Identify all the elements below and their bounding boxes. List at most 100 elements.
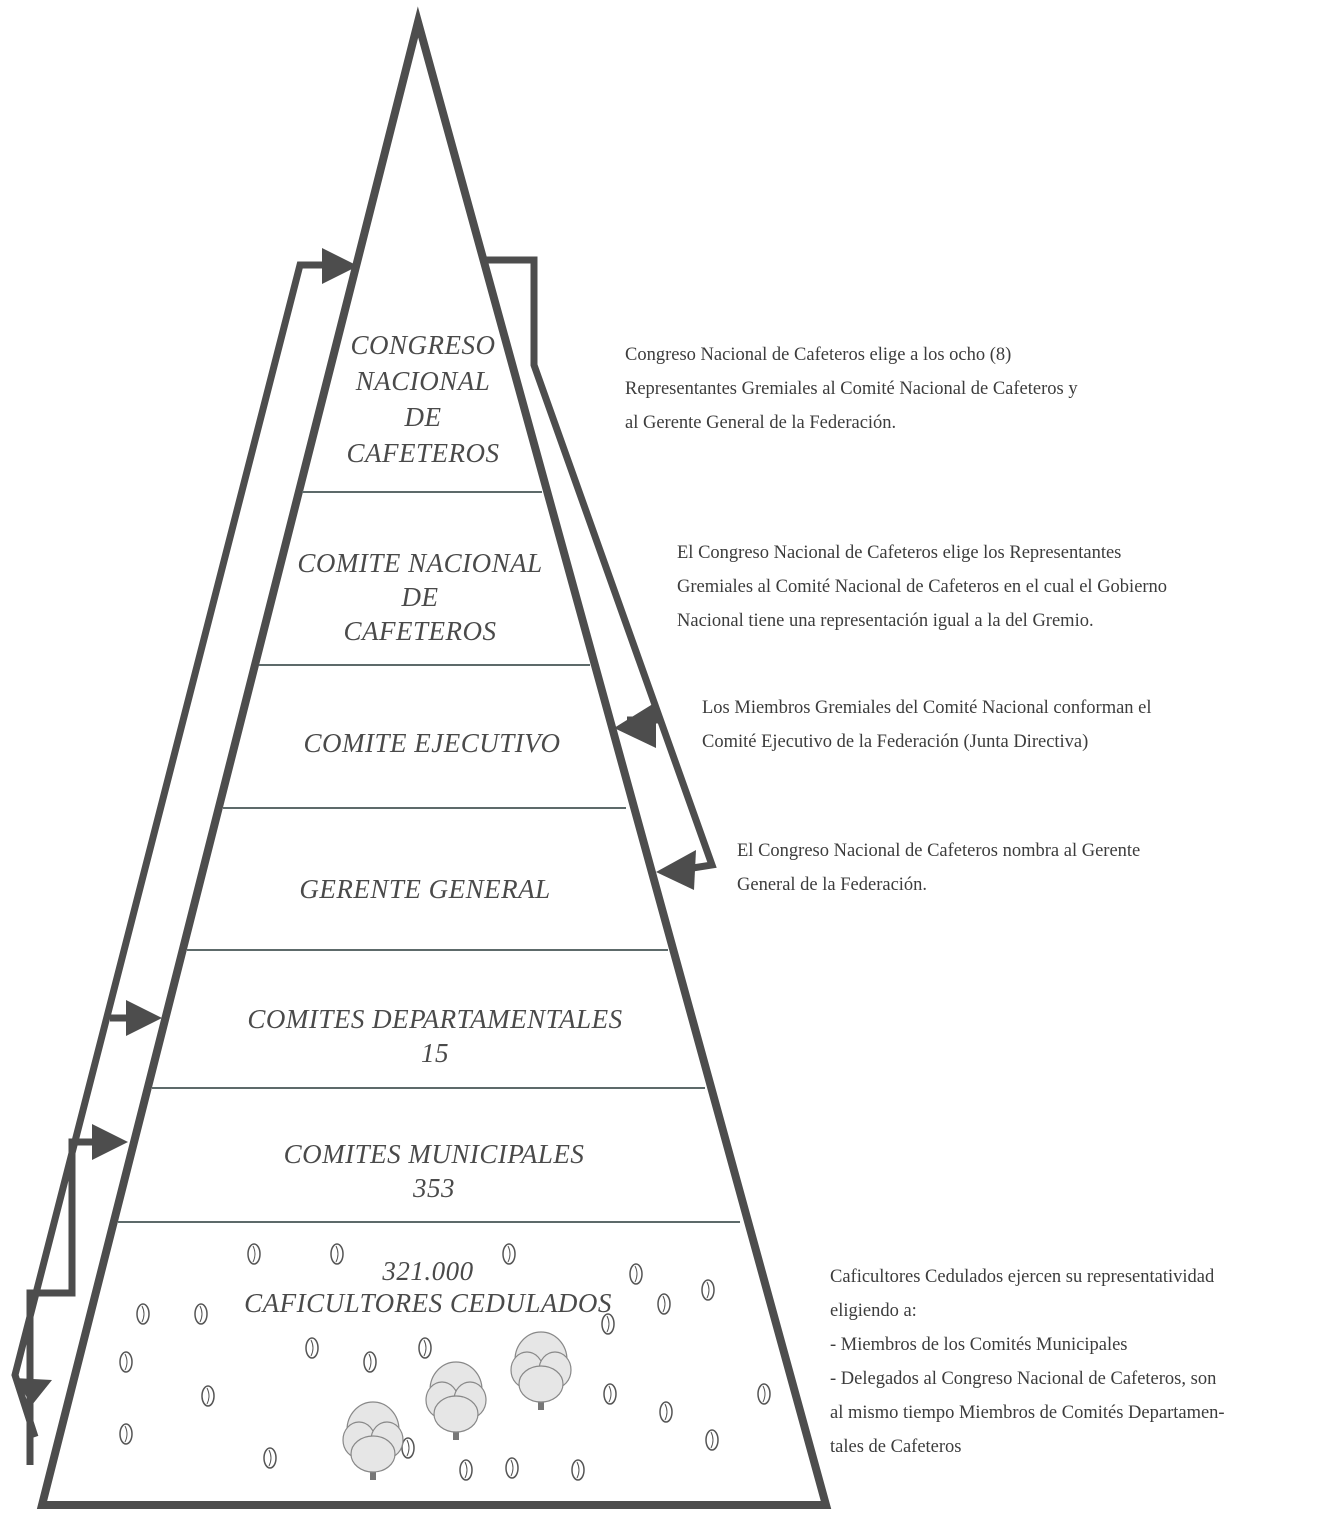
coffee-bean-crease-icon bbox=[310, 1339, 314, 1357]
coffee-bean-icon bbox=[659, 1401, 673, 1423]
coffee-bean-crease-icon bbox=[423, 1339, 427, 1357]
coffee-bean-icon bbox=[330, 1243, 344, 1265]
coffee-bean-icon bbox=[629, 1263, 643, 1285]
level-labels: CONGRESO NACIONAL DE CAFETEROS COMITE NACION… bbox=[244, 330, 622, 1318]
arrow-to-departamentales bbox=[126, 1000, 162, 1036]
desc-gerente: El Congreso Nacional de Cafeteros nombra… bbox=[737, 834, 1140, 902]
coffee-bean-icon bbox=[505, 1457, 519, 1479]
arrowheads bbox=[14, 248, 696, 1405]
level-label-caficultores-1: CAFICULTORES CEDULADOS bbox=[244, 1288, 612, 1318]
coffee-tree-icon bbox=[425, 1361, 487, 1440]
coffee-bean-icon bbox=[459, 1459, 473, 1481]
level-label-congreso-0: CONGRESO bbox=[351, 330, 496, 360]
coffee-bean-icon bbox=[502, 1243, 516, 1265]
coffee-bean-crease-icon bbox=[662, 1295, 666, 1313]
coffee-bean-crease-icon bbox=[141, 1305, 145, 1323]
arrow-to-congreso bbox=[322, 248, 358, 284]
desc-line: - Miembros de los Comités Municipales bbox=[830, 1335, 1128, 1355]
desc-comite-nacional: El Congreso Nacional de Cafeteros elige … bbox=[677, 536, 1167, 638]
desc-line: El Congreso Nacional de Cafeteros elige … bbox=[677, 543, 1122, 563]
level-label-comite-nacional-0: COMITE NACIONAL bbox=[297, 548, 542, 578]
coffee-bean-crease-icon bbox=[268, 1449, 272, 1467]
coffee-bean-crease-icon bbox=[335, 1245, 339, 1263]
coffee-bean-crease-icon bbox=[608, 1385, 612, 1403]
coffee-bean-crease-icon bbox=[576, 1461, 580, 1479]
coffee-bean-icon bbox=[305, 1337, 319, 1359]
desc-line: El Congreso Nacional de Cafeteros nombra… bbox=[737, 841, 1141, 861]
coffee-bean-icon bbox=[571, 1459, 585, 1481]
coffee-bean-crease-icon bbox=[762, 1385, 766, 1403]
arrow-from-caficultores bbox=[14, 1378, 52, 1405]
coffee-bean-icon bbox=[601, 1313, 615, 1335]
level-label-comite-nacional-2: CAFETEROS bbox=[344, 616, 497, 646]
coffee-bean-icon bbox=[247, 1243, 261, 1265]
desc-caficultores: Caficultores Cedulados ejercen su repres… bbox=[830, 1260, 1225, 1464]
coffee-tree-icon bbox=[510, 1331, 572, 1410]
coffee-bean-crease-icon bbox=[124, 1353, 128, 1371]
coffee-tree-icon bbox=[342, 1401, 404, 1480]
level-label-caficultores-0: 321.000 bbox=[381, 1256, 473, 1286]
desc-line: - Delegados al Congreso Nacional de Cafe… bbox=[830, 1369, 1217, 1389]
desc-line: al mismo tiempo Miembros de Comités Depa… bbox=[830, 1403, 1225, 1423]
desc-line: Congreso Nacional de Cafeteros elige a l… bbox=[625, 345, 1012, 365]
coffee-bean-icon bbox=[657, 1293, 671, 1315]
coffee-bean-crease-icon bbox=[634, 1265, 638, 1283]
desc-line: Nacional tiene una representación igual … bbox=[677, 611, 1094, 631]
coffee-bean-icon bbox=[705, 1429, 719, 1451]
level-dividers bbox=[118, 491, 740, 1223]
coffee-bean-crease-icon bbox=[206, 1387, 210, 1405]
coffee-bean-crease-icon bbox=[507, 1245, 511, 1263]
level-label-comite-nacional-1: DE bbox=[401, 582, 439, 612]
coffee-bean-crease-icon bbox=[664, 1403, 668, 1421]
pyramid-outline bbox=[36, 6, 832, 1509]
coffee-bean-icon bbox=[136, 1303, 150, 1325]
arrow-to-comite-ejecutivo bbox=[614, 702, 656, 748]
coffee-bean-crease-icon bbox=[199, 1305, 203, 1323]
desc-congreso: Congreso Nacional de Cafeteros elige a l… bbox=[625, 338, 1078, 440]
right-bracket-path bbox=[486, 256, 717, 874]
coffee-bean-crease-icon bbox=[124, 1425, 128, 1443]
coffee-bean-icon bbox=[119, 1423, 133, 1445]
coffee-bean-crease-icon bbox=[252, 1245, 256, 1263]
coffee-bean-crease-icon bbox=[464, 1461, 468, 1479]
coffee-bean-crease-icon bbox=[406, 1439, 410, 1457]
left-lower-bracket-path bbox=[26, 1138, 95, 1465]
left-bracket-path bbox=[11, 261, 338, 1439]
desc-line: Los Miembros Gremiales del Comité Nacion… bbox=[702, 698, 1152, 718]
level-label-congreso-3: CAFETEROS bbox=[347, 438, 500, 468]
desc-line: al Gerente General de la Federación. bbox=[625, 413, 897, 433]
desc-line: Comité Ejecutivo de la Federación (Junta… bbox=[702, 732, 1089, 752]
desc-line: Caficultores Cedulados ejercen su repres… bbox=[830, 1267, 1215, 1287]
desc-line: Gremiales al Comité Nacional de Cafetero… bbox=[677, 577, 1168, 597]
desc-line: Representantes Gremiales al Comité Nacio… bbox=[625, 379, 1078, 399]
level-label-congreso-1: NACIONAL bbox=[355, 366, 491, 396]
coffee-bean-icon bbox=[418, 1337, 432, 1359]
level-label-departamentales-0: COMITES DEPARTAMENTALES bbox=[247, 1004, 622, 1034]
coffee-bean-icon bbox=[701, 1279, 715, 1301]
coffee-bean-icon bbox=[201, 1385, 215, 1407]
coffee-bean-crease-icon bbox=[710, 1431, 714, 1449]
level-label-gerente-0: GERENTE GENERAL bbox=[299, 874, 550, 904]
desc-line: General de la Federación. bbox=[737, 875, 928, 895]
coffee-bean-icon bbox=[263, 1447, 277, 1469]
level-label-comite-ejecutivo-0: COMITE EJECUTIVO bbox=[304, 728, 561, 758]
arrow-to-municipales bbox=[92, 1124, 128, 1160]
coffee-bean-crease-icon bbox=[368, 1353, 372, 1371]
coffee-bean-crease-icon bbox=[510, 1459, 514, 1477]
coffee-bean-icon bbox=[194, 1303, 208, 1325]
desc-line: eligiendo a: bbox=[830, 1301, 917, 1321]
level-label-municipales-1: 353 bbox=[412, 1173, 455, 1203]
coffee-decoration bbox=[119, 1243, 771, 1481]
level-label-congreso-2: DE bbox=[404, 402, 442, 432]
coffee-bean-crease-icon bbox=[606, 1315, 610, 1333]
coffee-bean-icon bbox=[757, 1383, 771, 1405]
coffee-bean-icon bbox=[363, 1351, 377, 1373]
coffee-bean-crease-icon bbox=[706, 1281, 710, 1299]
desc-line: tales de Cafeteros bbox=[830, 1437, 962, 1457]
coffee-bean-icon bbox=[603, 1383, 617, 1405]
level-label-municipales-0: COMITES MUNICIPALES bbox=[284, 1139, 585, 1169]
level-label-departamentales-1: 15 bbox=[421, 1038, 449, 1068]
desc-comite-ejecutivo: Los Miembros Gremiales del Comité Nacion… bbox=[702, 691, 1152, 759]
